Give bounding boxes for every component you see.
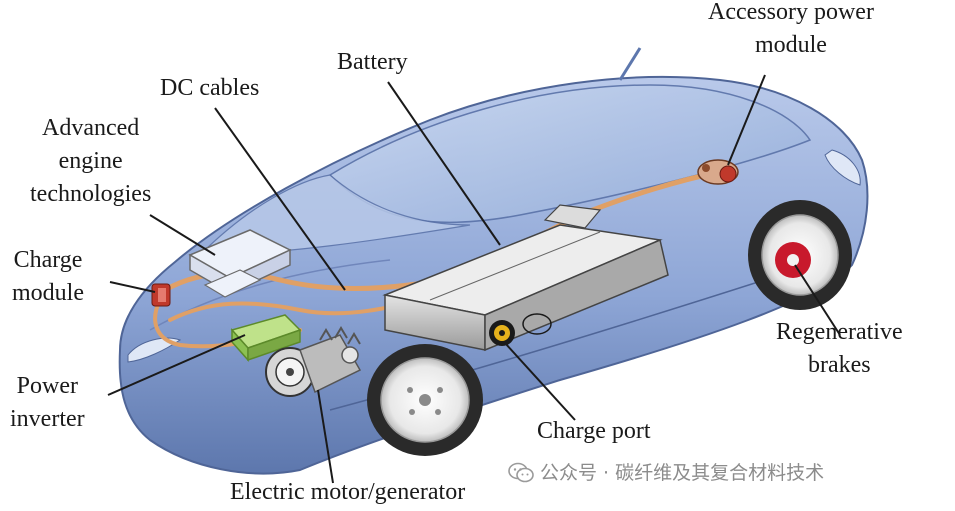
electric-motor-part xyxy=(265,326,362,397)
leader-inverter xyxy=(107,334,246,396)
label-advanced-engine: Advanced engine technologies xyxy=(30,115,152,207)
accessory-power-part xyxy=(697,159,739,185)
watermark-text: 公众号 · 碳纤维及其复合材料技术 xyxy=(540,462,825,484)
engine-block xyxy=(188,229,292,298)
label-dc-cables: DC cables xyxy=(160,75,260,101)
wechat-icon xyxy=(508,462,534,483)
car-headlight xyxy=(127,337,182,363)
leader-lines xyxy=(107,74,841,484)
label-accessory-power-module: Accessory power module xyxy=(708,0,874,58)
label-regenerative-brakes: Regenerative brakes xyxy=(776,319,903,378)
leader-engine xyxy=(149,214,216,256)
leader-dc-cables xyxy=(214,107,346,291)
front-wheel xyxy=(367,344,483,456)
leader-motor xyxy=(317,389,334,484)
leader-charge-module xyxy=(109,281,156,293)
label-electric-motor: Electric motor/generator xyxy=(230,479,466,505)
charge-port-part xyxy=(489,313,552,346)
battery-pack xyxy=(382,204,669,352)
leader-battery xyxy=(387,81,501,246)
leader-brakes xyxy=(794,264,841,336)
charge-module-part xyxy=(151,283,171,307)
label-charge-module: Charge module xyxy=(12,247,84,306)
leader-accessory xyxy=(727,74,766,166)
power-inverter-part xyxy=(230,314,302,362)
watermark: 公众号 · 碳纤维及其复合材料技术 xyxy=(508,461,824,485)
car-antenna xyxy=(618,47,642,81)
leader-charge-port xyxy=(504,342,576,421)
car-roof-glass xyxy=(328,84,812,224)
car-taillight xyxy=(824,149,861,186)
label-power-inverter: Power inverter xyxy=(10,373,85,432)
label-battery: Battery xyxy=(337,49,408,75)
label-charge-port: Charge port xyxy=(537,418,651,444)
rear-wheel xyxy=(748,200,852,310)
car-windshield xyxy=(198,174,471,256)
